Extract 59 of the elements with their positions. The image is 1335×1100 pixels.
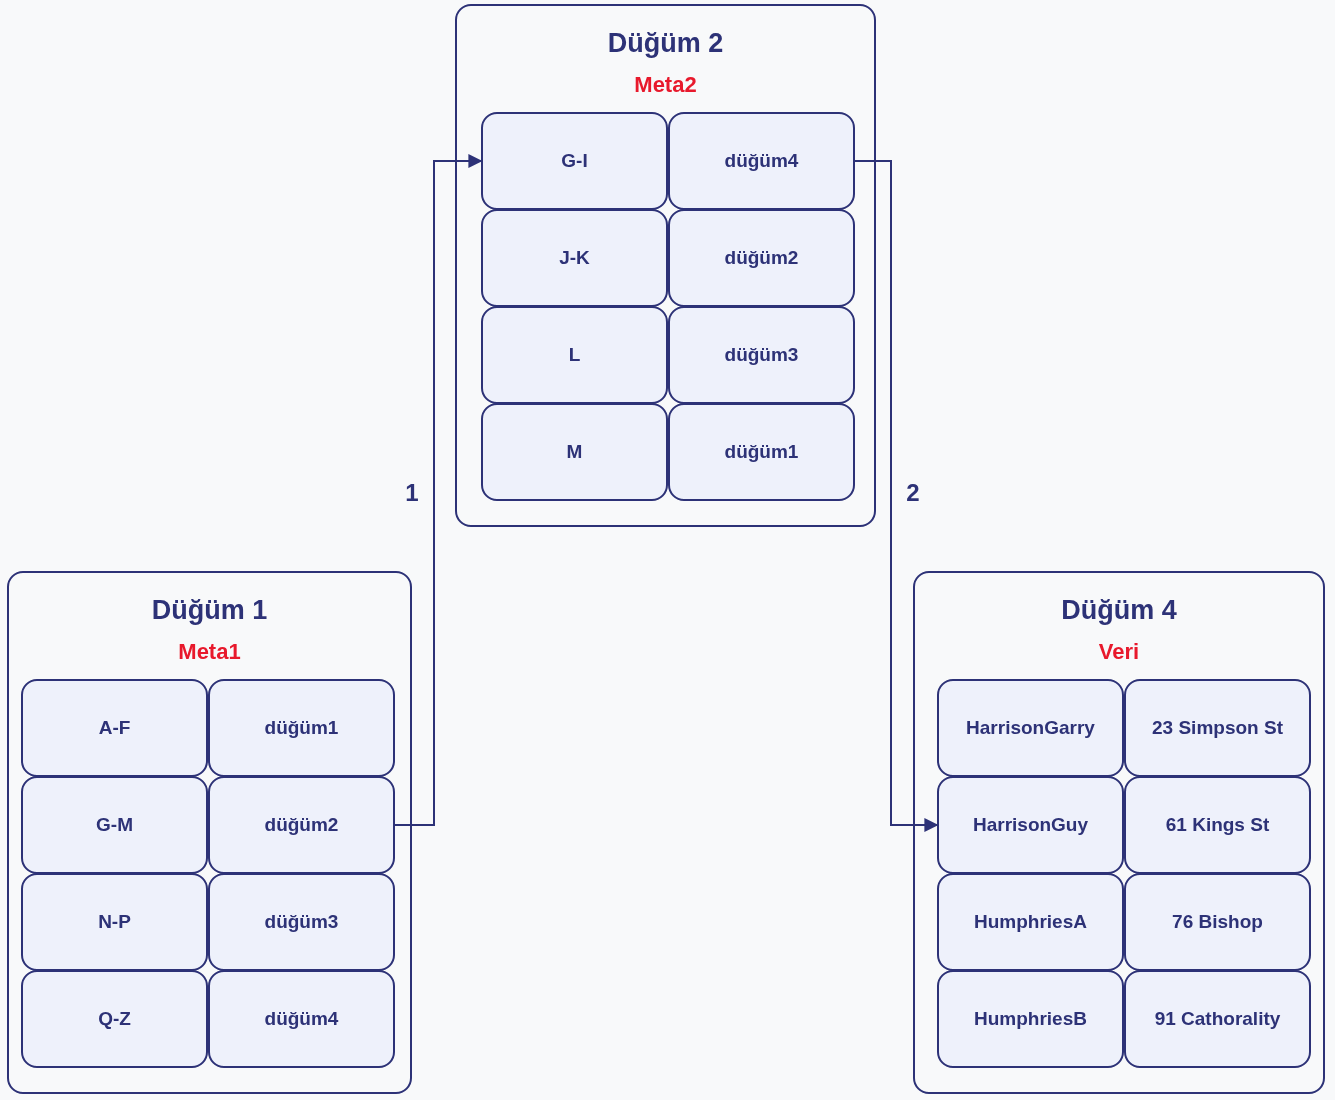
table-cell	[1124, 679, 1311, 777]
cell-text: düğüm1	[724, 441, 799, 463]
cell-text: M	[566, 441, 583, 463]
arrow	[394, 154, 483, 826]
cell-text: düğüm3	[724, 344, 799, 366]
table-cell	[937, 776, 1124, 874]
table-cell	[21, 776, 208, 874]
cell-text: HumphriesA	[974, 911, 1087, 933]
panel-title: Düğüm 1	[150, 595, 269, 626]
table-cell	[937, 873, 1124, 971]
panel-subtitle: Veri	[1097, 639, 1141, 665]
cell-text: HarrisonGarry	[966, 717, 1095, 739]
table-cell	[1124, 873, 1311, 971]
panel-subtitle: Meta1	[177, 639, 242, 665]
cell-text: düğüm2	[264, 814, 339, 836]
node-panel	[7, 571, 412, 1094]
cell-text: J-K	[559, 247, 590, 269]
cell-text: HarrisonGuy	[972, 814, 1089, 836]
arrow	[854, 160, 939, 832]
cell-text: düğüm4	[724, 150, 799, 172]
table-cell	[1124, 776, 1311, 874]
cell-text: düğüm4	[264, 1008, 339, 1030]
table-cell	[208, 970, 395, 1068]
cell-text: 91 Cathorality	[1154, 1008, 1281, 1030]
cell-text: Q-Z	[98, 1008, 131, 1030]
table-cell	[481, 306, 668, 404]
table-cell	[21, 970, 208, 1068]
table-cell	[668, 306, 855, 404]
cell-text: düğüm3	[264, 911, 339, 933]
table-cell	[668, 403, 855, 501]
cell-text: G-I	[561, 150, 588, 172]
table-cell	[937, 970, 1124, 1068]
node-panel	[455, 4, 876, 527]
cell-text: düğüm2	[724, 247, 799, 269]
table-cell	[481, 403, 668, 501]
table-cell	[208, 776, 395, 874]
cell-text: düğüm1	[264, 717, 339, 739]
cell-text: 23 Simpson St	[1152, 717, 1283, 739]
table-cell	[21, 873, 208, 971]
cell-text: 61 Kings St	[1165, 814, 1270, 836]
cell-text: HumphriesB	[974, 1008, 1087, 1030]
cell-text: N-P	[98, 911, 131, 933]
panel-title: Düğüm 4	[1060, 595, 1178, 626]
table-cell	[1124, 970, 1311, 1068]
cell-text: 76 Bishop	[1172, 911, 1263, 933]
table-cell	[208, 873, 395, 971]
table-cell	[937, 679, 1124, 777]
cell-text: L	[568, 344, 581, 366]
table-cell	[668, 112, 855, 210]
table-cell	[481, 112, 668, 210]
table-cell	[481, 209, 668, 307]
panel-title: Düğüm 2	[606, 28, 725, 59]
panel-subtitle: Meta2	[633, 72, 698, 98]
cell-text: G-M	[96, 814, 133, 836]
node-panel	[913, 571, 1325, 1094]
cell-text: A-F	[98, 717, 131, 739]
table-cell	[668, 209, 855, 307]
table-cell	[208, 679, 395, 777]
table-cell	[21, 679, 208, 777]
